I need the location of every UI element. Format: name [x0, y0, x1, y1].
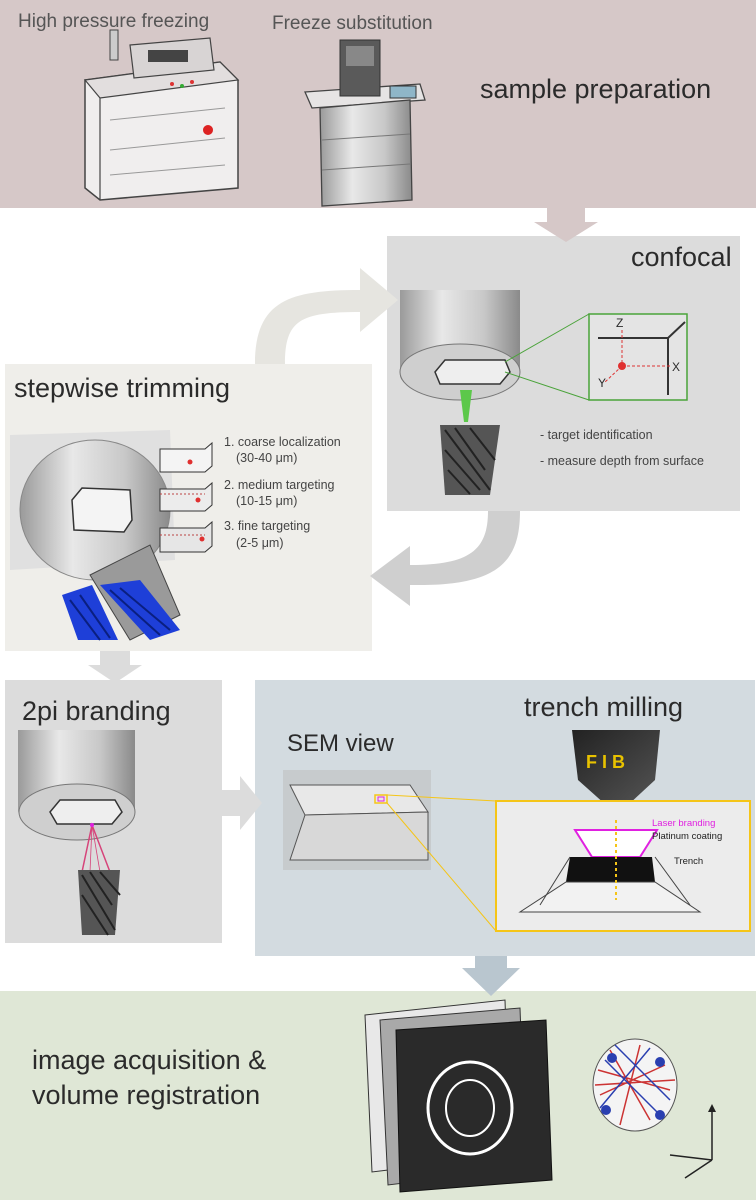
branding-title: 2pi branding — [22, 696, 171, 726]
confocal-note-2: - measure depth from surface — [540, 454, 704, 468]
volume-render-sketch — [592, 1038, 716, 1179]
arrow-trimming-to-confocal — [255, 268, 398, 364]
trench-label: Trench — [674, 856, 704, 867]
confocal-sample-holder — [399, 290, 521, 495]
stepwise-trimming-title: stepwise trimming — [14, 373, 231, 403]
sample-preparation-title: sample preparation — [480, 74, 712, 104]
arrow-prep-to-confocal — [534, 208, 598, 242]
axis-y-label: Y — [598, 376, 607, 390]
trimming-step-blocks — [159, 441, 213, 553]
image-stack-sketch — [364, 999, 553, 1193]
trimming-sketch — [10, 430, 181, 641]
sem-view-title: SEM view — [287, 730, 394, 757]
laser-branding-label: Laser branding — [652, 818, 716, 829]
sem-view-sketch — [283, 770, 497, 932]
axis-z-label: Z — [616, 316, 624, 330]
platinum-coating-label: Platinum coating — [652, 831, 723, 842]
high-pressure-freezing-label: High pressure freezing — [18, 11, 210, 32]
confocal-zoom-inset — [504, 313, 688, 401]
arrow-trimming-to-branding — [88, 651, 142, 683]
trimming-step-2-label: 2. medium targeting — [224, 478, 335, 492]
acquisition-title-line-2: volume registration — [32, 1080, 261, 1110]
axis-x-label: X — [672, 360, 681, 374]
confocal-title: confocal — [631, 242, 732, 272]
arrow-branding-to-milling — [222, 776, 262, 830]
trimming-step-1-range: (30-40 μm) — [236, 451, 298, 465]
branding-sketch — [18, 730, 136, 936]
trimming-step-3-label: 3. fine targeting — [224, 519, 311, 533]
freeze-substitution-sketch — [304, 39, 426, 207]
trimming-step-3-range: (2-5 μm) — [236, 536, 284, 550]
arrow-milling-to-acquisition — [462, 956, 520, 996]
arrow-confocal-to-trimming — [370, 511, 520, 606]
trimming-step-2-range: (10-15 μm) — [236, 494, 298, 508]
trench-milling-title: trench milling — [524, 692, 684, 722]
freeze-substitution-label: Freeze substitution — [272, 13, 433, 34]
high-pressure-freezer-sketch — [83, 29, 240, 201]
fib-label: F I B — [586, 752, 625, 772]
acquisition-title-line-1: image acquisition & — [32, 1045, 267, 1075]
trimming-step-1-label: 1. coarse localization — [224, 435, 341, 449]
trench-zoom-inset — [495, 800, 751, 932]
confocal-note-1: - target identification — [540, 428, 653, 442]
